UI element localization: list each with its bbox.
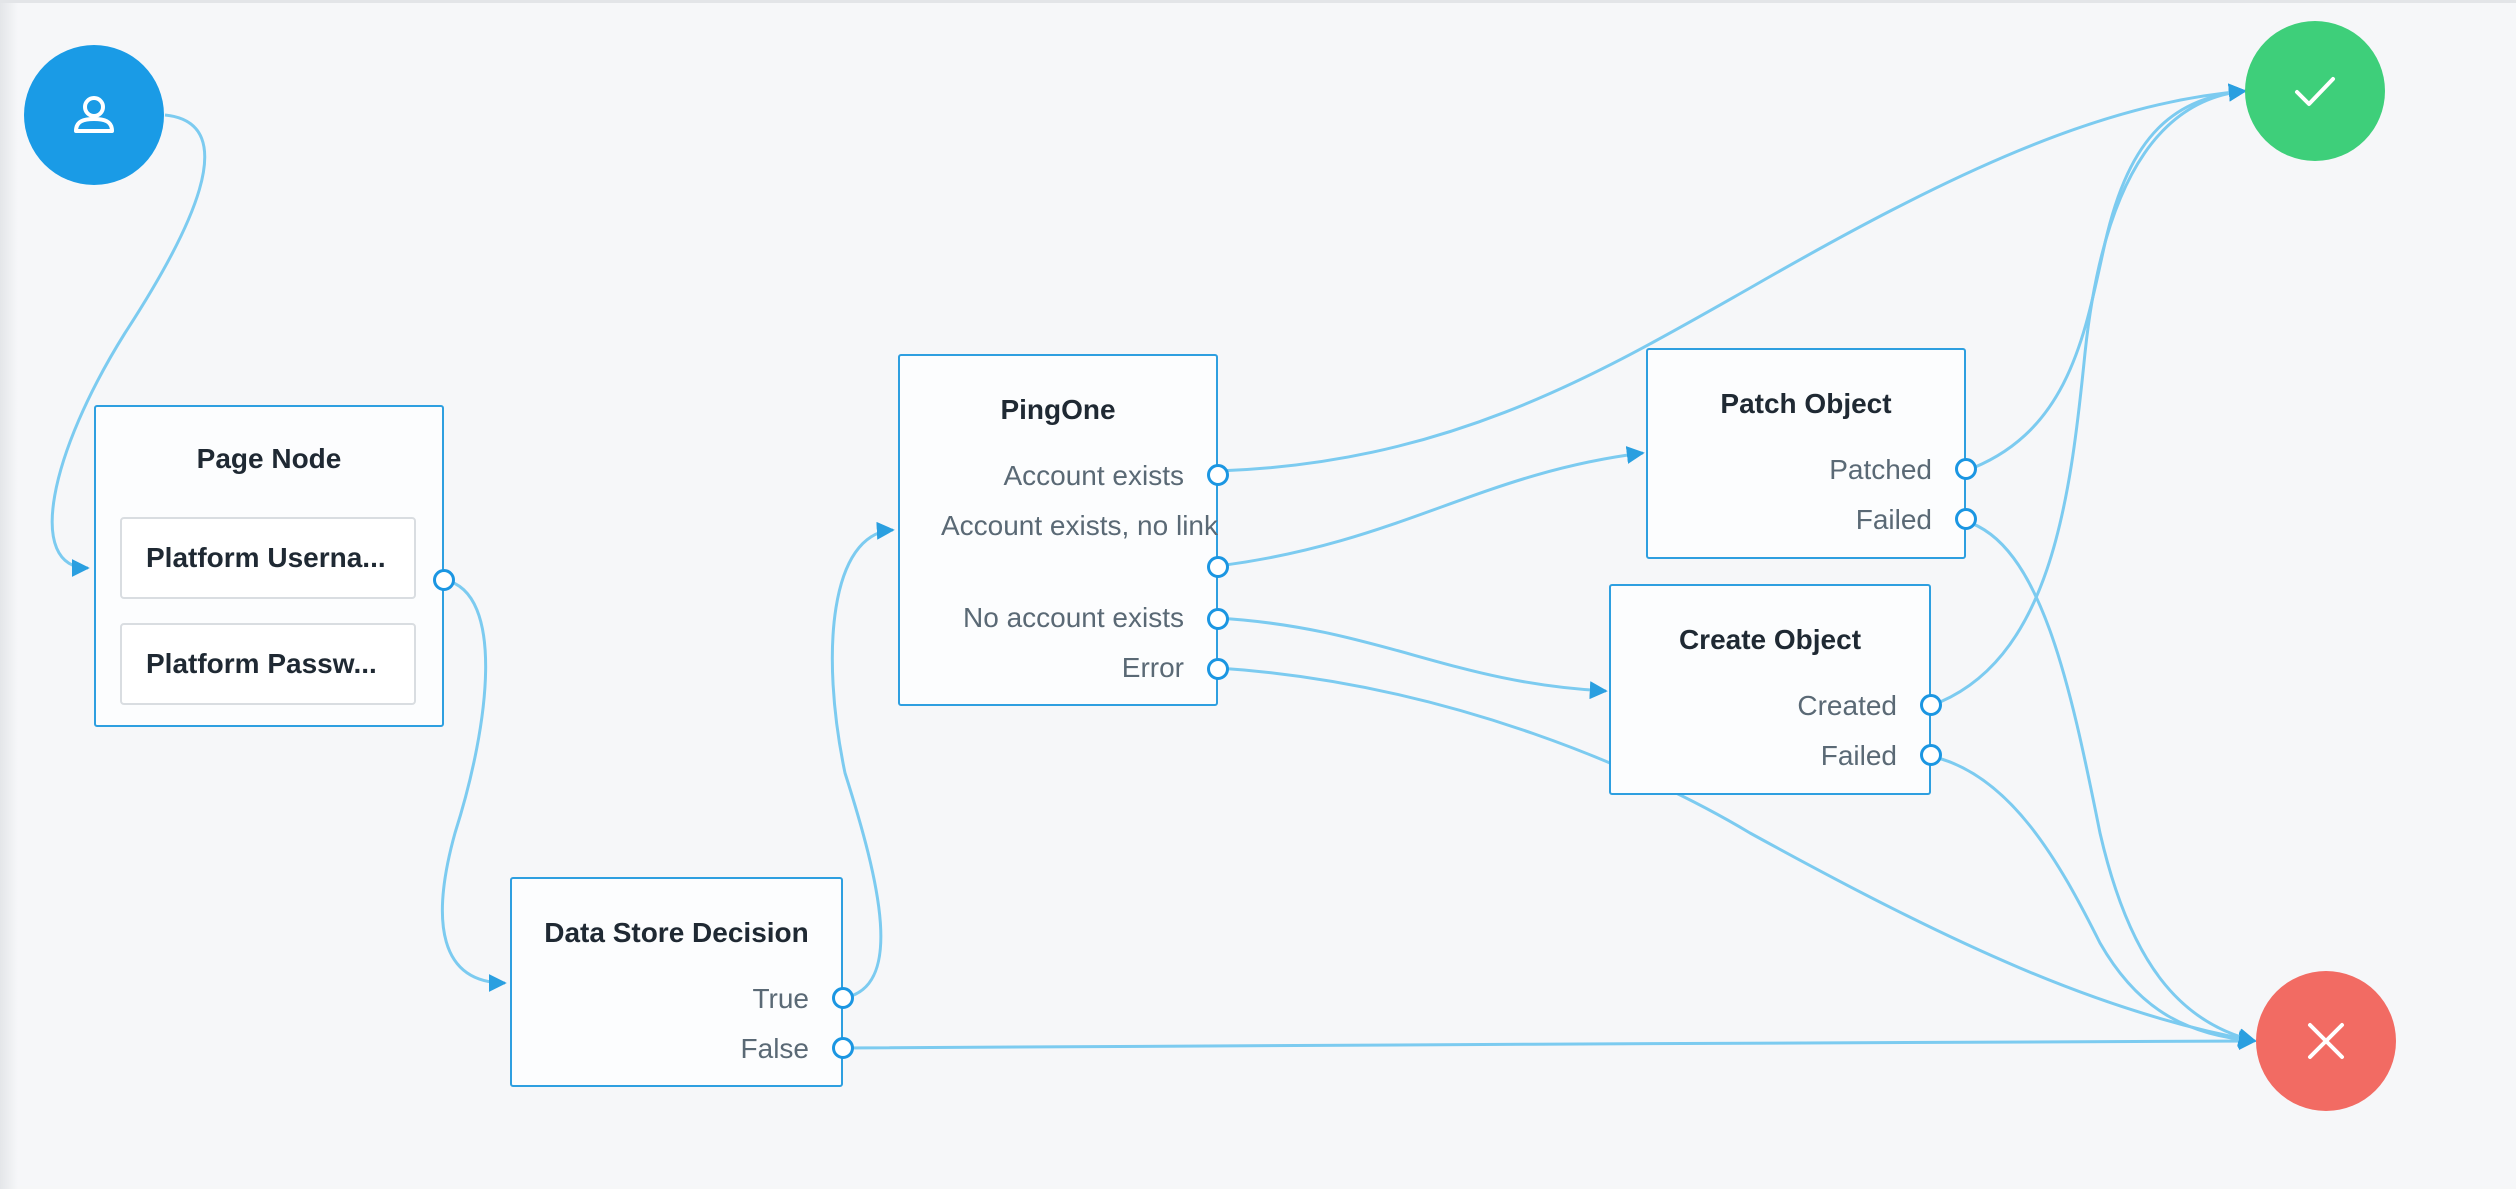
patch-object-title: Patch Object	[1720, 388, 1892, 419]
user-icon	[74, 96, 114, 133]
link-false-to-failure	[842, 1032, 2257, 1051]
create-object-title: Create Object	[1678, 624, 1862, 655]
pingone-title: PingOne	[1000, 394, 1116, 425]
outcome-no-account-exists-label: No account exists	[963, 602, 1184, 633]
outcome-patched-label: Patched	[1829, 454, 1932, 485]
outcome-true-label: True	[752, 983, 809, 1014]
page-node[interactable]: Page Node Platform Userna... Platform Pa…	[94, 405, 455, 727]
check-icon	[2295, 77, 2335, 106]
link-patched-to-success	[1964, 83, 2247, 473]
outcome-no-account-exists-port[interactable]	[1207, 608, 1229, 630]
pingone-node[interactable]: PingOne Account exists Account exists, n…	[898, 354, 1229, 706]
outcome-create-failed-port[interactable]	[1920, 744, 1942, 766]
platform-password-child[interactable]: Platform Passw...	[120, 623, 416, 705]
link-created-to-success	[1929, 83, 2247, 708]
data-store-decision-title: Data Store Decision	[544, 917, 809, 948]
data-store-decision-node[interactable]: Data Store Decision True False	[510, 877, 854, 1087]
outcome-patch-failed-port[interactable]	[1955, 508, 1977, 530]
outcome-patched-port[interactable]	[1955, 458, 1977, 480]
link-no-link-to-patch-object	[1217, 446, 1645, 568]
outcome-create-failed-label: Failed	[1820, 740, 1897, 771]
outcome-account-exists-label: Account exists	[1003, 460, 1184, 491]
start-node[interactable]	[24, 45, 164, 185]
outcome-false-label: False	[740, 1033, 809, 1064]
outcome-false-port[interactable]	[832, 1037, 854, 1059]
outcome-true-port[interactable]	[832, 987, 854, 1009]
canvas-edge-shadow	[0, 3, 18, 1189]
outcome-patch-failed-label: Failed	[1855, 504, 1932, 535]
link-no-account-to-create-object	[1217, 616, 1608, 700]
outcome-account-exists-no-link-label: Account exists, no link	[940, 510, 1218, 541]
failure-node[interactable]	[2256, 971, 2396, 1111]
link-page-node-to-data-store	[440, 578, 507, 992]
outcome-created-port[interactable]	[1920, 694, 1942, 716]
outcome-created-label: Created	[1797, 690, 1897, 721]
page-node-title: Page Node	[196, 443, 342, 474]
patch-object-node[interactable]: Patch Object Patched Failed	[1646, 348, 1977, 559]
link-create-failed-to-failure	[1929, 754, 2257, 1049]
create-object-node[interactable]: Create Object Created Failed	[1609, 584, 1942, 795]
link-patch-failed-to-failure	[1964, 519, 2257, 1046]
outcome-error-label: Error	[1121, 652, 1184, 683]
close-icon	[2308, 1023, 2344, 1059]
outcome-account-exists-port[interactable]	[1207, 464, 1229, 486]
platform-username-child[interactable]: Platform Userna...	[120, 517, 416, 599]
success-node[interactable]	[2245, 21, 2385, 161]
outcome-account-exists-no-link-port[interactable]	[1207, 556, 1229, 578]
page-node-outcome-port[interactable]	[433, 569, 455, 591]
outcome-error-port[interactable]	[1207, 658, 1229, 680]
